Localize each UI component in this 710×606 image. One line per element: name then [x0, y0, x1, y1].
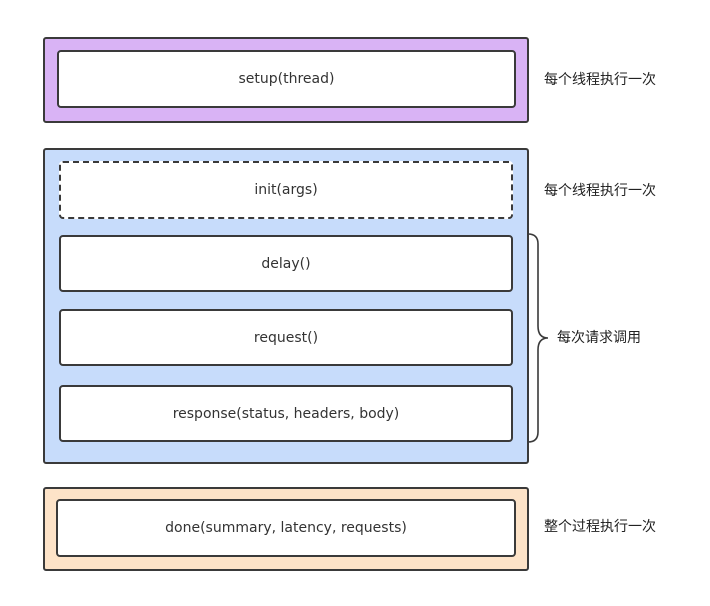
init-note: 每个线程执行一次	[544, 183, 656, 199]
response-box: response(status, headers, body)	[59, 385, 513, 442]
per-request-brace	[527, 233, 549, 443]
init-box: init(args)	[59, 161, 513, 219]
done-box: done(summary, latency, requests)	[56, 499, 516, 557]
delay-box: delay()	[59, 235, 513, 292]
per-request-note: 每次请求调用	[557, 330, 641, 346]
setup-box: setup(thread)	[57, 50, 516, 108]
done-note: 整个过程执行一次	[544, 519, 656, 535]
request-box: request()	[59, 309, 513, 366]
setup-note: 每个线程执行一次	[544, 72, 656, 88]
